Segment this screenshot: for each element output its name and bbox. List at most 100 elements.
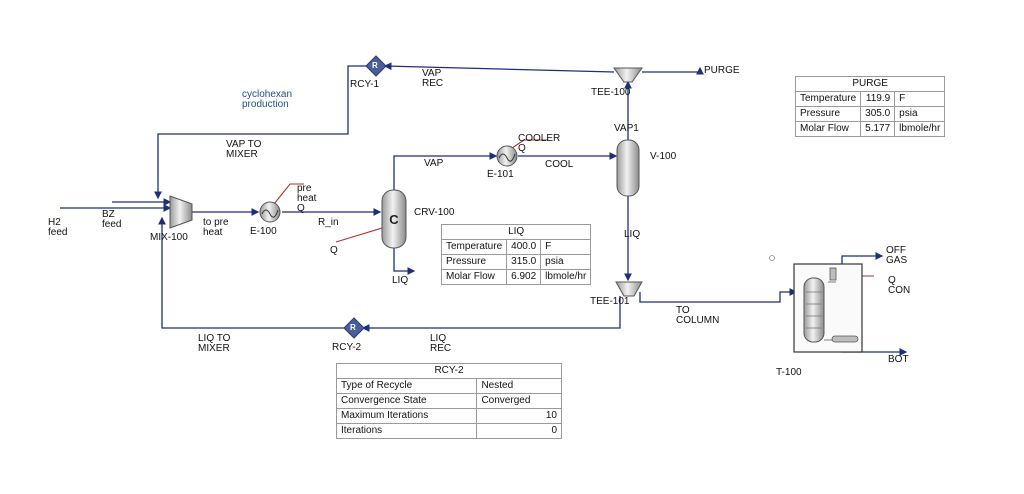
- tee-splitter-icon[interactable]: [615, 281, 643, 297]
- label-cooler: COOLER Q: [518, 133, 561, 154]
- recycle-icon[interactable]: [365, 55, 387, 77]
- row-unit: F: [894, 91, 946, 107]
- label-vap: VAP: [424, 158, 444, 169]
- material-streams: [60, 62, 908, 356]
- stream-vap[interactable]: [393, 152, 498, 190]
- recycle-icon[interactable]: [343, 317, 365, 339]
- stream-off-gas[interactable]: [841, 252, 884, 266]
- stream-vap-to-mixer[interactable]: [154, 65, 368, 200]
- row-name: Temperature: [794, 91, 862, 107]
- column-tag-icon: [769, 255, 775, 261]
- energy-preheat[interactable]: [273, 183, 304, 205]
- row-value: 10: [476, 408, 562, 424]
- stream-liq-rec[interactable]: [361, 296, 621, 332]
- stream-to-column[interactable]: [639, 288, 798, 303]
- label-off-gas: OFF GAS: [886, 245, 908, 266]
- label-to-column: TO COLUMN: [676, 305, 720, 326]
- label-mix100: MIX-100: [150, 232, 188, 243]
- table-row: Maximum Iterations 10: [335, 408, 562, 424]
- label-purge: PURGE: [704, 65, 740, 76]
- label-vap-rec: VAP REC: [422, 68, 444, 89]
- label-r-in: R_in: [318, 217, 339, 228]
- svg-text:C: C: [389, 212, 399, 227]
- label-to-preheat: to pre heat: [203, 217, 229, 238]
- table-row: Molar Flow 6.902 lbmole/hr: [440, 269, 592, 285]
- rcy2-info-table: RCY-2 Type of Recycle Nested Convergence…: [335, 363, 562, 439]
- row-name: Convergence State: [335, 393, 478, 409]
- rcy1-letter: R: [372, 61, 378, 70]
- energy-cooler[interactable]: [511, 139, 548, 149]
- distillation-column-icon[interactable]: [793, 263, 863, 353]
- row-name: Maximum Iterations: [335, 408, 478, 424]
- label-vap1: VAP1: [614, 123, 639, 134]
- row-value: Converged: [476, 393, 562, 409]
- rcy2-letter: R: [350, 323, 356, 332]
- label-liq-reactor: LIQ: [392, 275, 409, 286]
- row-unit: psia: [894, 106, 946, 122]
- label-bot: BOT: [888, 354, 909, 365]
- label-liq-rec: LIQ REC: [430, 333, 452, 354]
- label-q-con: Q CON: [888, 275, 911, 296]
- tee-splitter-icon[interactable]: [613, 67, 643, 83]
- table-title: PURGE: [794, 76, 946, 92]
- energy-q-reactor[interactable]: [335, 227, 383, 243]
- row-value: 0: [476, 423, 562, 439]
- stream-vap-rec[interactable]: [383, 62, 615, 73]
- cooler-icon[interactable]: [496, 145, 518, 167]
- table-title: RCY-2: [336, 363, 562, 379]
- label-cool: COOL: [545, 159, 574, 170]
- label-crv100: CRV-100: [414, 207, 455, 218]
- label-vap-to-mixer: VAP TO MIXER: [226, 139, 262, 160]
- stream-liq-to-mixer[interactable]: [158, 216, 346, 329]
- table-row: Temperature 119.9 F: [794, 91, 946, 107]
- table-row: Iterations 0: [335, 423, 562, 439]
- label-v100: V-100: [650, 151, 677, 162]
- table-row: Molar Flow 5.177 lbmole/hr: [794, 121, 946, 137]
- label-q-reactor: Q: [330, 245, 338, 256]
- label-e101: E-101: [487, 169, 514, 180]
- row-name: Pressure: [794, 106, 862, 122]
- row-name: Molar Flow: [794, 121, 862, 137]
- row-unit: psia: [540, 254, 592, 270]
- table-row: Temperature 400.0 F: [440, 239, 592, 255]
- table-row: Pressure 315.0 psia: [440, 254, 592, 270]
- liq-property-table: LIQ Temperature 400.0 F Pressure 315.0 p…: [440, 224, 592, 285]
- row-name: Temperature: [440, 239, 508, 255]
- row-value: 315.0: [506, 254, 542, 270]
- table-title: LIQ: [440, 224, 592, 240]
- row-unit: lbmole/hr: [894, 121, 946, 137]
- row-value: Nested: [476, 378, 562, 394]
- conversion-reactor-icon[interactable]: C: [381, 189, 407, 249]
- separator-vessel-icon[interactable]: [616, 139, 640, 197]
- row-name: Iterations: [335, 423, 478, 439]
- row-unit: lbmole/hr: [540, 269, 592, 285]
- row-unit: F: [540, 239, 592, 255]
- mixer-icon[interactable]: [169, 195, 193, 229]
- row-name: Pressure: [440, 254, 508, 270]
- label-t100: T-100: [776, 367, 802, 378]
- row-value: 5.177: [860, 121, 896, 137]
- label-cyclohexan-production: cyclohexan production: [242, 89, 293, 110]
- heater-icon[interactable]: [259, 201, 281, 223]
- purge-property-table: PURGE Temperature 119.9 F Pressure 305.0…: [794, 76, 946, 137]
- label-rcy1: RCY-1: [350, 79, 380, 90]
- row-value: 400.0: [506, 239, 542, 255]
- label-tee100: TEE-100: [591, 87, 631, 98]
- row-name: Molar Flow: [440, 269, 508, 285]
- label-rcy2: RCY-2: [332, 342, 362, 353]
- row-name: Type of Recycle: [335, 378, 478, 394]
- label-bz-feed: BZ feed: [102, 209, 122, 230]
- label-tee101: TEE-101: [590, 296, 630, 307]
- label-e100: E-100: [250, 226, 277, 237]
- label-h2-feed: H2 feed: [48, 217, 68, 238]
- table-row: Type of Recycle Nested: [335, 378, 562, 394]
- label-preheat-q: pre heat Q: [297, 183, 317, 214]
- stream-purge[interactable]: [642, 66, 704, 75]
- label-liq-v100: LIQ: [624, 229, 641, 240]
- table-row: Convergence State Converged: [335, 393, 562, 409]
- row-value: 6.902: [506, 269, 542, 285]
- stream-liq-reactor[interactable]: [393, 248, 416, 275]
- row-value: 119.9: [860, 91, 896, 107]
- table-row: Pressure 305.0 psia: [794, 106, 946, 122]
